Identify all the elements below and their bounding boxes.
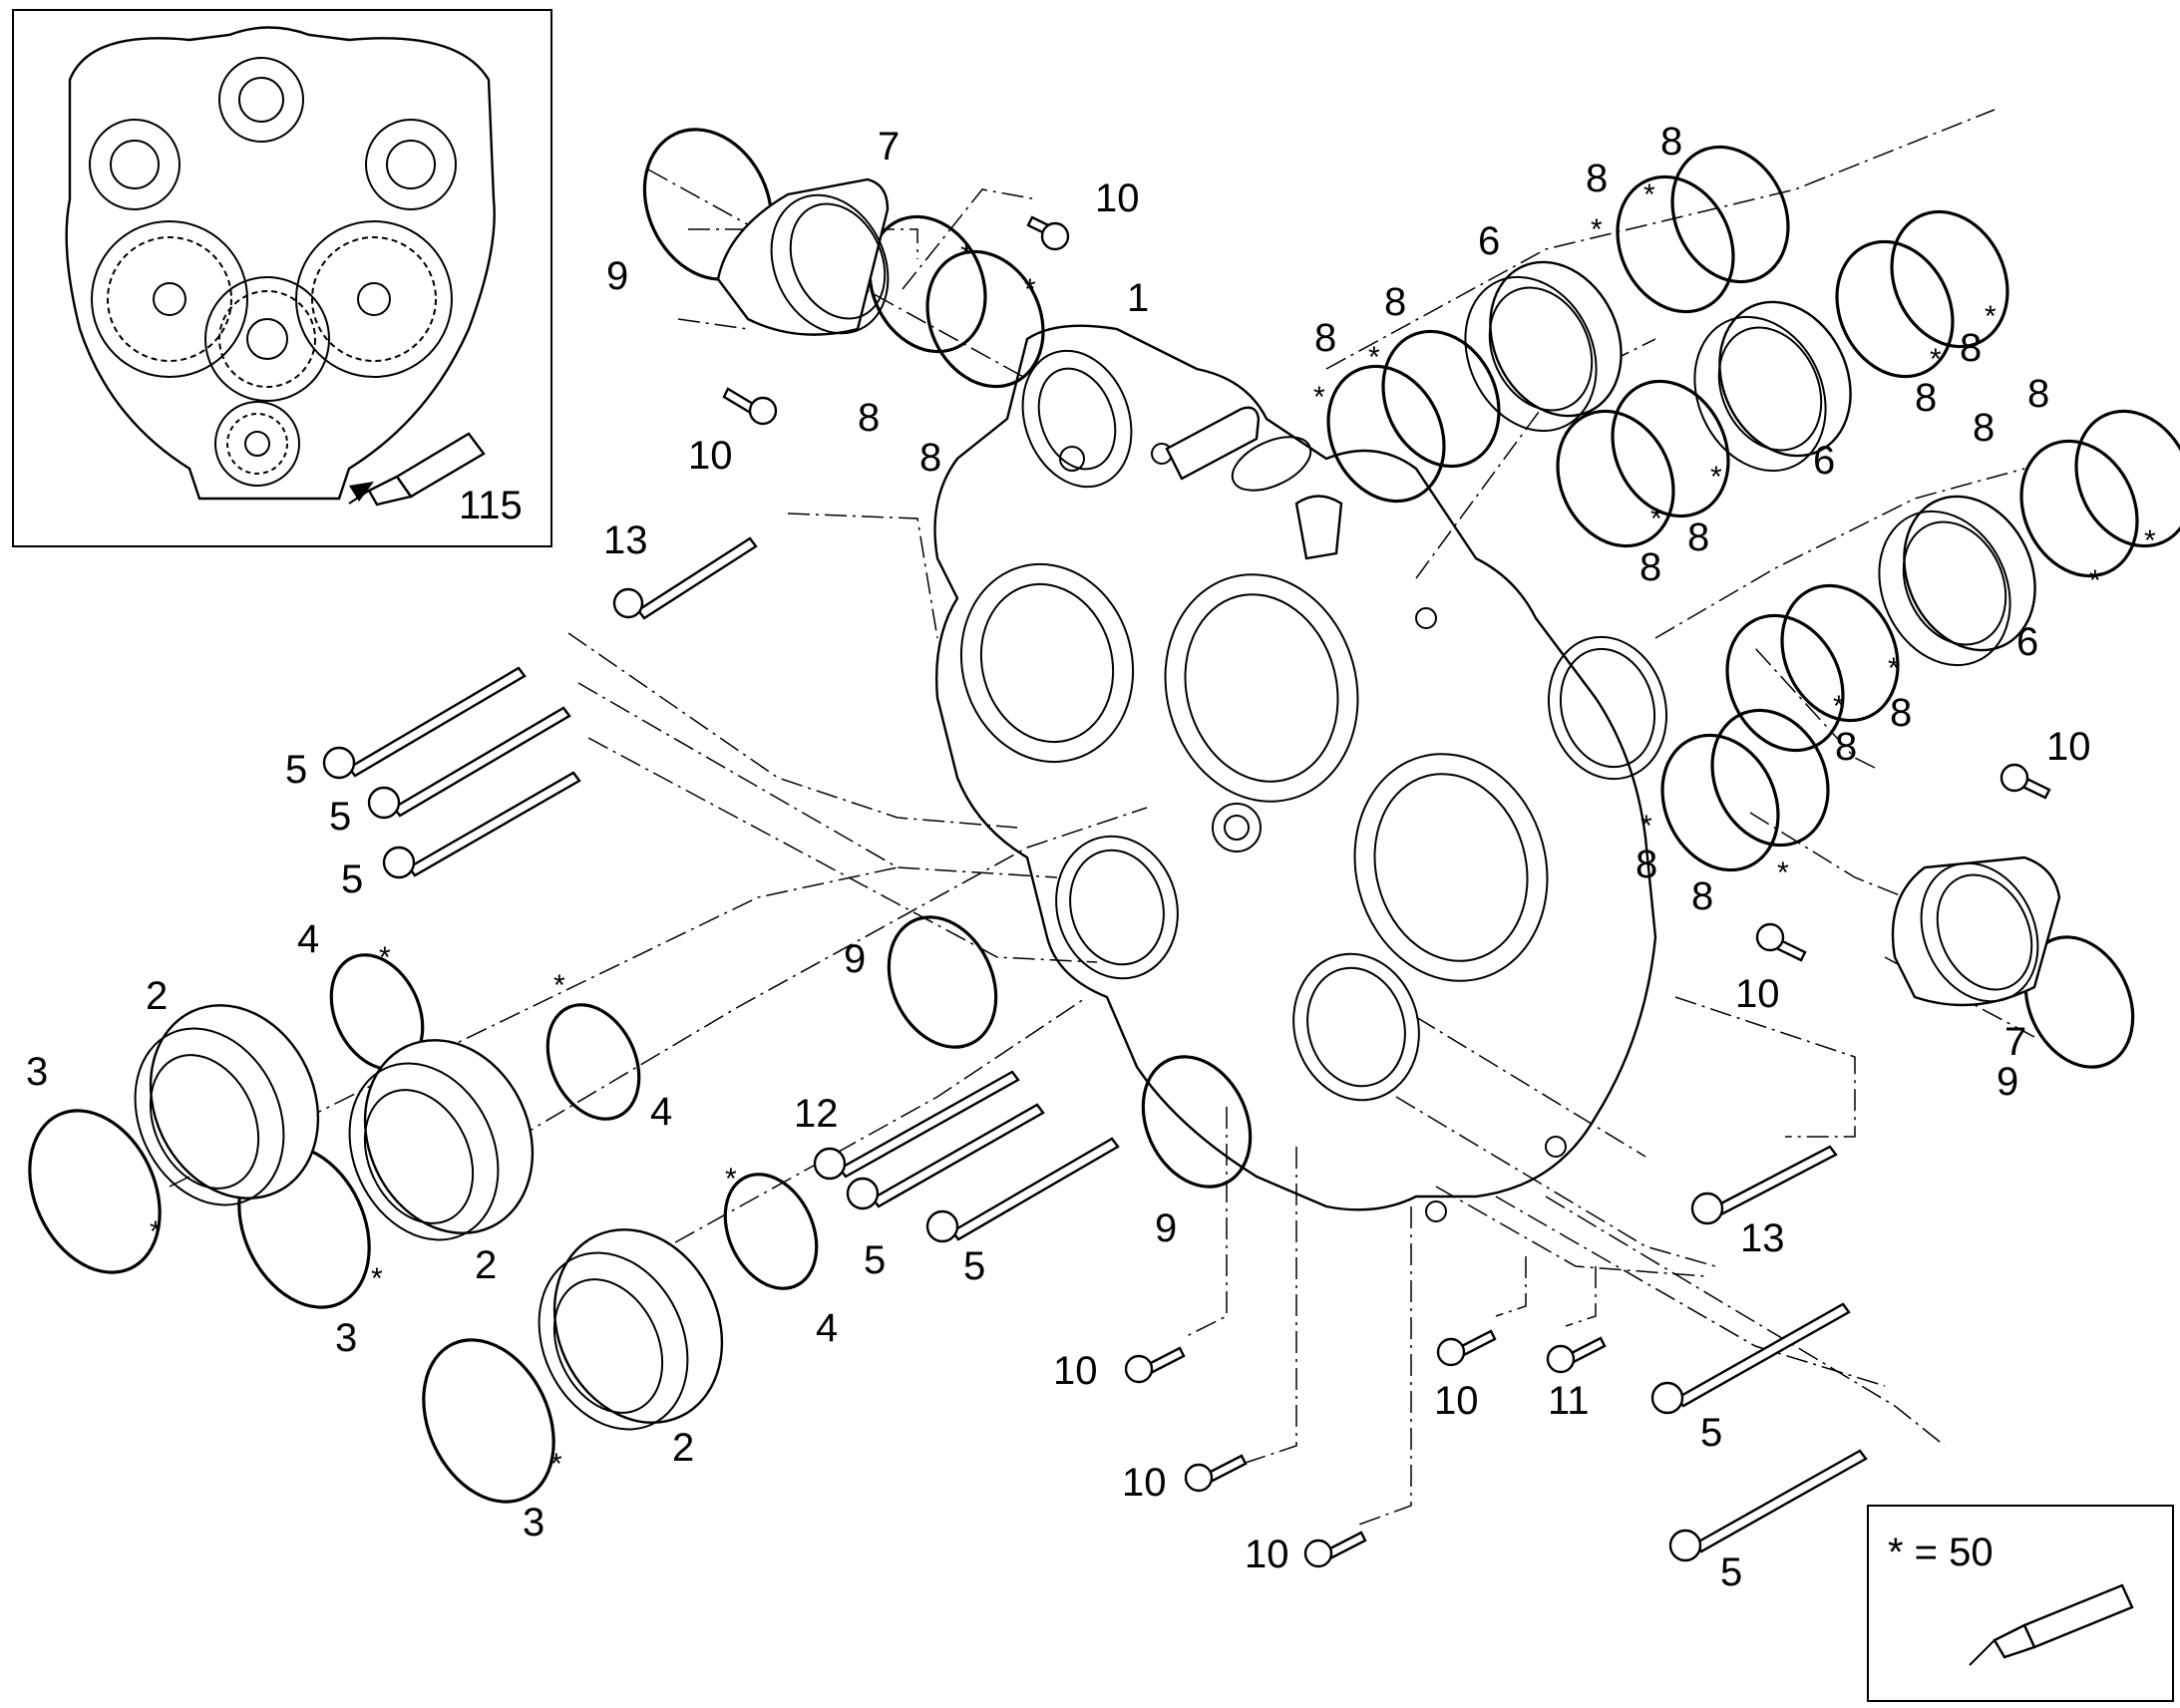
callout-9: 9: [1997, 1060, 2018, 1104]
callout-5: 5: [1700, 1411, 1722, 1455]
asterisk-marker: *: [725, 1163, 737, 1196]
timing-case-housing: [933, 324, 1668, 1222]
asterisk-marker: *: [150, 1215, 162, 1248]
sealant-tube-icon: [348, 432, 486, 507]
callout-10: 10: [1245, 1533, 1289, 1576]
sealant-markers: * * * * * * * * * * * * * * * * * * * * …: [150, 178, 2156, 1481]
sealant-legend: * = 50: [1867, 1505, 2174, 1702]
callout-1: 1: [1127, 276, 1149, 320]
callout-2: 2: [475, 1243, 497, 1287]
callout-11: 11: [1548, 1379, 1590, 1423]
sealant-tube-icon: [1969, 1583, 2134, 1666]
callout-8: 8: [1384, 280, 1406, 324]
inset-callout: 115: [459, 484, 523, 527]
asterisk-marker: *: [371, 1262, 383, 1295]
callout-5: 5: [285, 748, 307, 792]
callout-6: 6: [1813, 439, 1835, 483]
callout-5: 5: [864, 1238, 886, 1282]
callout-10: 10: [1095, 176, 1140, 220]
callout-8: 8: [1639, 545, 1661, 589]
asterisk-marker: *: [1591, 213, 1603, 246]
callout-5: 5: [963, 1244, 985, 1288]
callout-3: 3: [26, 1050, 48, 1094]
callout-4: 4: [816, 1306, 838, 1350]
asterisk-marker: *: [2144, 524, 2156, 557]
asterisk-marker: *: [1640, 810, 1652, 843]
callout-4: 4: [650, 1090, 672, 1134]
callout-8: 8: [858, 396, 880, 440]
callout-2: 2: [672, 1426, 694, 1470]
callout-labels: 1 2 2 2 3 3 3 4 4 4 5 5 5 5 5 5 5 6 6 6 …: [26, 120, 2091, 1594]
callout-7: 7: [878, 125, 900, 169]
asterisk-marker: *: [1985, 300, 1997, 333]
callout-10: 10: [1053, 1349, 1098, 1393]
asterisk-marker: *: [960, 238, 972, 271]
asterisk-marker: *: [1888, 652, 1900, 685]
callout-8: 8: [1691, 874, 1713, 918]
asterisk-marker: *: [1777, 856, 1789, 889]
callout-8: 8: [1635, 843, 1657, 886]
callout-6: 6: [2016, 620, 2038, 664]
asterisk-marker: *: [550, 1448, 562, 1481]
asterisk-marker: *: [1650, 503, 1662, 535]
asterisk-marker: *: [1710, 461, 1722, 494]
legend-text: * = 50: [1888, 1531, 1994, 1574]
asterisk-marker: *: [553, 969, 565, 1002]
callout-7: 7: [2004, 1020, 2026, 1064]
asterisk-marker: *: [1024, 273, 1036, 306]
callout-10: 10: [688, 434, 733, 478]
callout-3: 3: [523, 1501, 545, 1544]
callout-4: 4: [297, 917, 319, 961]
asterisk-marker: *: [1833, 690, 1845, 723]
callout-10: 10: [1735, 972, 1780, 1016]
asterisk-marker: *: [379, 941, 391, 974]
callout-5: 5: [341, 857, 363, 901]
callout-2: 2: [146, 974, 168, 1018]
callout-8: 8: [1890, 691, 1912, 735]
flange-adapters-7: [716, 177, 2061, 1007]
callout-8: 8: [1973, 406, 1995, 450]
callout-8: 8: [1687, 515, 1709, 559]
callout-9: 9: [1155, 1206, 1177, 1250]
callout-13: 13: [603, 518, 648, 562]
callout-9: 9: [844, 937, 866, 981]
callout-8: 8: [1960, 326, 1982, 370]
asterisk-marker: *: [1313, 381, 1325, 414]
callout-8: 8: [919, 436, 941, 480]
callout-8: 8: [1915, 376, 1937, 420]
callout-13: 13: [1740, 1216, 1785, 1260]
callout-10: 10: [1434, 1379, 1479, 1423]
callout-5: 5: [1720, 1550, 1742, 1594]
callout-8: 8: [2027, 372, 2049, 416]
callout-9: 9: [606, 254, 628, 298]
callout-10: 10: [2046, 725, 2091, 769]
asterisk-marker: *: [1643, 178, 1655, 211]
callout-10: 10: [1122, 1461, 1167, 1505]
callout-8: 8: [1586, 157, 1608, 200]
callout-12: 12: [794, 1092, 839, 1136]
callout-3: 3: [335, 1316, 357, 1360]
asterisk-marker: *: [2089, 564, 2101, 597]
asterisk-marker: *: [1930, 343, 1942, 376]
callout-8: 8: [1660, 120, 1682, 164]
callout-5: 5: [329, 795, 351, 839]
callout-6: 6: [1478, 219, 1500, 263]
bolts: [322, 215, 2051, 1568]
asterisk-marker: *: [1368, 341, 1380, 374]
callout-8: 8: [1835, 725, 1857, 769]
callout-8: 8: [1314, 316, 1336, 360]
impeller-covers-2: [134, 1004, 724, 1431]
engine-front-inset: 115: [12, 9, 552, 547]
sleeves-6: [1464, 260, 2036, 667]
